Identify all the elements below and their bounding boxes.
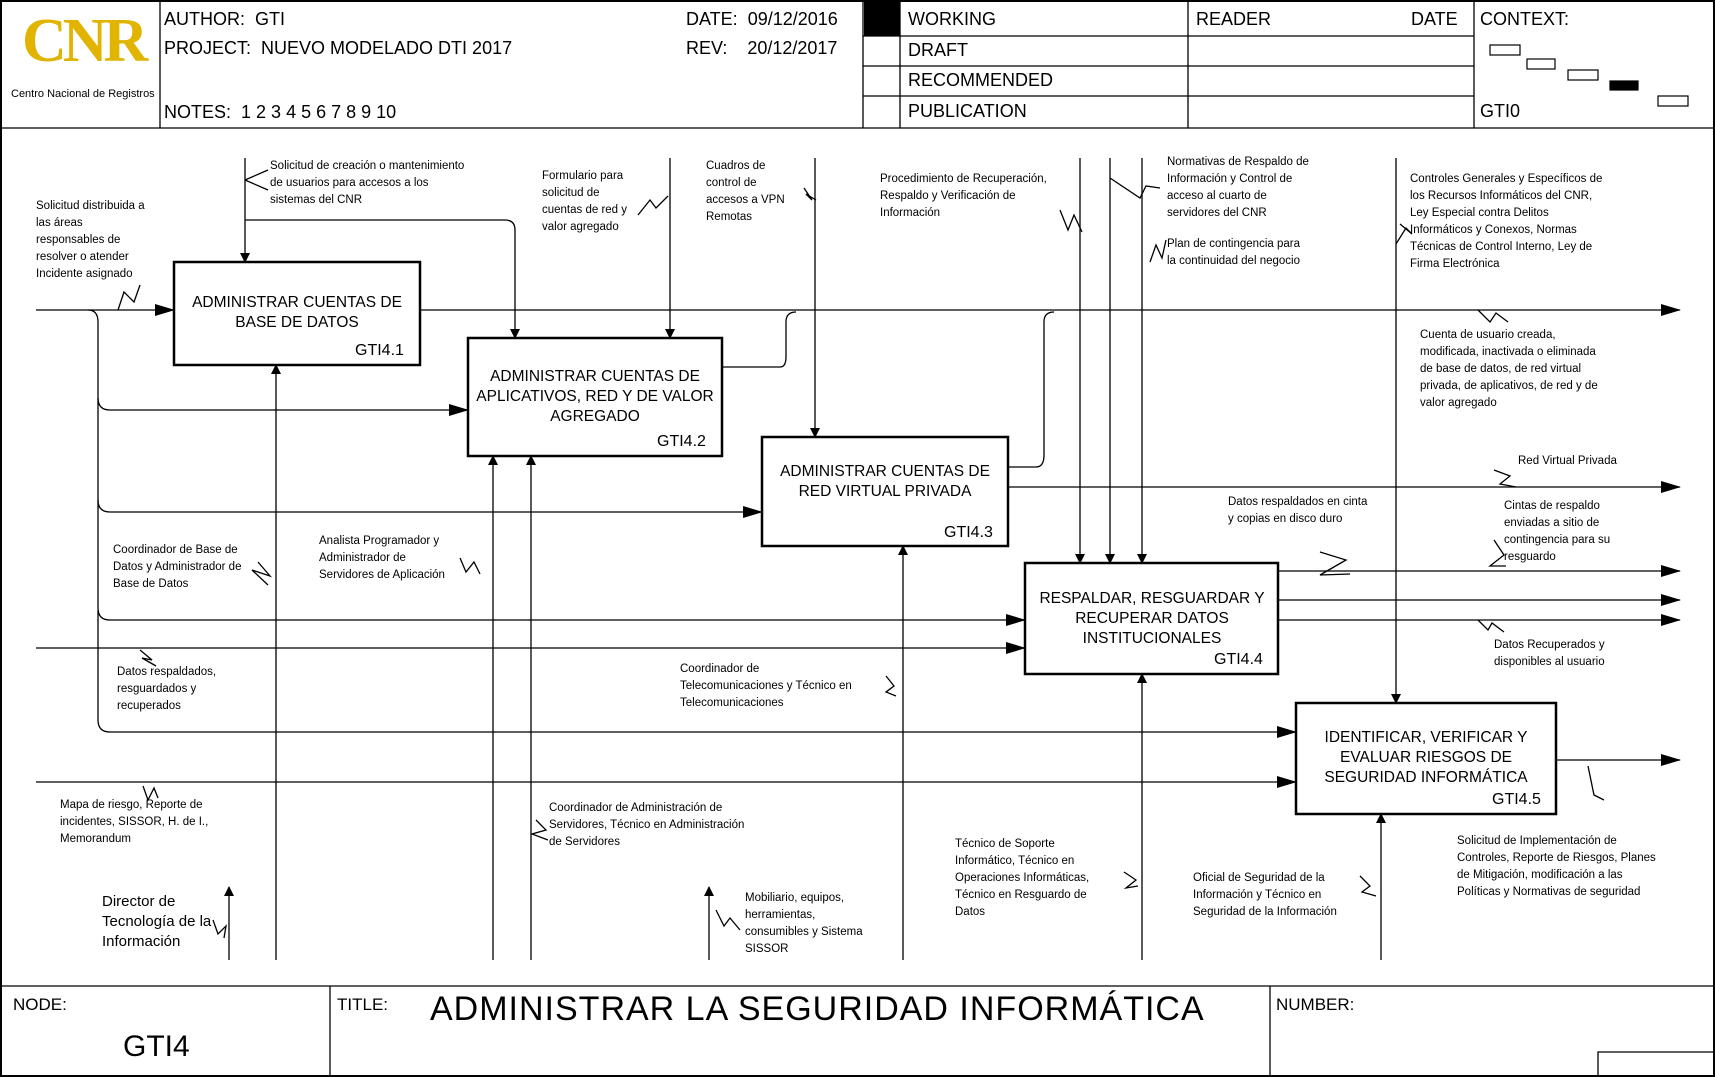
control-label-controles: Controles Generales y Específicos de los… <box>1410 173 1603 270</box>
mechanism-label-coord-bd: Coordinador de Base de Datos y Administr… <box>113 544 242 590</box>
input-label-mapa: Mapa de riesgo, Reporte de incidentes, S… <box>60 799 209 845</box>
output-label-cintas: Cintas de respaldo enviadas a sitio de c… <box>1504 500 1611 563</box>
activity-box-number: GTI4.2 <box>657 433 706 450</box>
activity-box-number: GTI4.5 <box>1492 791 1541 808</box>
rev-field: REV: 20/12/2017 <box>686 38 837 59</box>
logo-subtitle: Centro Nacional de Registros <box>11 88 155 100</box>
mechanism-label-telecom: Coordinador de Telecomunicaciones y Técn… <box>680 663 852 709</box>
control-label-formulario: Formulario para solicitud de cuentas de … <box>542 170 628 233</box>
notes-label: NOTES: <box>164 102 232 122</box>
output-label-vpn: Red Virtual Privada <box>1518 455 1617 467</box>
project-label: PROJECT: <box>164 38 252 58</box>
project-value: NUEVO MODELADO DTI 2017 <box>261 38 513 58</box>
mechanism-label-analista: Analista Programador y Administrador de … <box>319 535 445 581</box>
mechanism-label-mobiliario: Mobiliario, equipos, herramientas, consu… <box>745 892 863 955</box>
mechanism-label-soporte: Técnico de Soporte Informático, Técnico … <box>955 838 1090 918</box>
output-label-cuenta: Cuenta de usuario creada, modificada, in… <box>1420 329 1598 409</box>
activity-box-label: ADMINISTRAR CUENTAS DE RED VIRTUAL PRIVA… <box>780 463 990 500</box>
status-draft: DRAFT <box>908 40 968 60</box>
date-field: DATE: 09/12/2016 <box>686 9 838 30</box>
cnr-logo: CNR <box>22 7 148 75</box>
output-label-solicitud-implementacion: Solicitud de Implementación de Controles… <box>1457 835 1656 898</box>
rev-label: REV: <box>686 38 728 58</box>
activity-box-number: GTI4.3 <box>944 524 993 541</box>
activity-box-number: GTI4.1 <box>355 342 404 359</box>
activity-box-number: GTI4.4 <box>1214 651 1263 668</box>
status-recommended: RECOMMENDED <box>908 70 1054 90</box>
control-label-normativas: Normativas de Respaldo de Información y … <box>1167 156 1309 219</box>
activity-box-label: IDENTIFICAR, VERIFICAR Y EVALUAR RIESGOS… <box>1324 729 1528 786</box>
reader-date-label: DATE <box>1411 9 1458 29</box>
rev-value: 20/12/2017 <box>747 38 838 58</box>
control-label-procedimiento: Procedimiento de Recuperación, Respaldo … <box>880 173 1047 219</box>
project-field: PROJECT: NUEVO MODELADO DTI 2017 <box>164 38 512 59</box>
activity-box-label: ADMINISTRAR CUENTAS DE BASE DE DATOS <box>192 294 402 331</box>
context-label: CONTEXT: <box>1480 9 1570 29</box>
date-label: DATE: <box>686 9 738 29</box>
title-label: TITLE: <box>337 995 389 1014</box>
author-value: GTI <box>255 9 286 29</box>
number-label: NUMBER: <box>1276 995 1355 1014</box>
output-label-datos-respaldados: Datos respaldados en cinta y copias en d… <box>1228 496 1368 525</box>
activity-box-label: RESPALDAR, RESGUARDAR Y RECUPERAR DATOS … <box>1039 590 1265 647</box>
notes-field: NOTES: 1 2 3 4 5 6 7 8 9 10 <box>164 102 396 123</box>
control-label-creacion: Solicitud de creación o mantenimiento de… <box>270 160 465 206</box>
node-value: GTI4 <box>123 1030 190 1063</box>
reader-label: READER <box>1196 9 1272 29</box>
input-label-solicitud: Solicitud distribuida a las áreas respon… <box>36 200 145 280</box>
notes-value: 1 2 3 4 5 6 7 8 9 10 <box>241 102 397 122</box>
diagram-title: ADMINISTRAR LA SEGURIDAD INFORMÁTICA <box>430 990 1205 1028</box>
author-label: AUTHOR: <box>164 9 245 29</box>
context-node: GTI0 <box>1480 101 1521 121</box>
status-working: WORKING <box>908 9 996 29</box>
control-label-plan: Plan de contingencia para la continuidad… <box>1167 238 1300 267</box>
author-field: AUTHOR: GTI <box>164 9 285 30</box>
output-label-recuperados: Datos Recuperados y disponibles al usuar… <box>1494 639 1605 668</box>
mechanism-label-servidores: Coordinador de Administración de Servido… <box>549 802 745 848</box>
control-label-cuadros: Cuadros de control de accesos a VPN Remo… <box>706 160 785 223</box>
activity-box-label: ADMINISTRAR CUENTAS DE APLICATIVOS, RED … <box>476 368 714 425</box>
mechanism-label-director: Director de Tecnología de la Información <box>102 893 212 950</box>
status-publication: PUBLICATION <box>908 101 1027 121</box>
node-label: NODE: <box>13 995 67 1014</box>
date-value: 09/12/2016 <box>747 9 838 29</box>
mechanism-label-oficial: Oficial de Seguridad de la Información y… <box>1193 872 1337 918</box>
input-label-datos-respaldados: Datos respaldados, resguardados y recupe… <box>117 666 217 712</box>
